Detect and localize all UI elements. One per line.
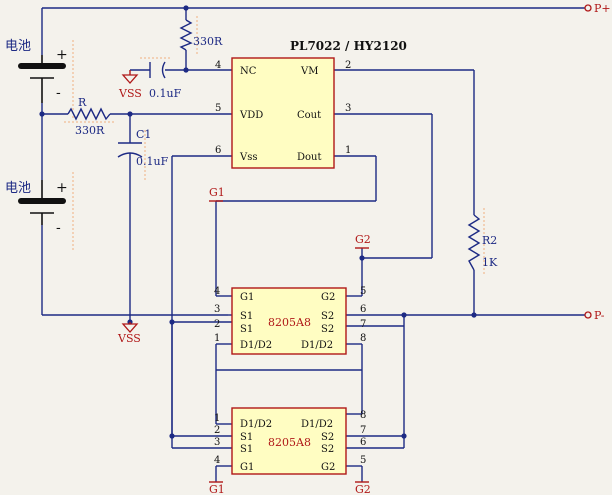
resistor-series-zigzag: [67, 107, 111, 121]
mosfet-top-part: 8205A8: [268, 316, 311, 329]
mosfet-bottom-pin-num: 3: [214, 437, 220, 448]
junction-dot: [471, 312, 477, 318]
resistor-series-name: R: [78, 96, 87, 109]
vss-bottom-label: VSS: [117, 332, 141, 345]
mosfet-top-pin-num: 8: [360, 333, 366, 344]
battery-bottom-minus: -: [56, 220, 61, 236]
vss-symbol-bottom: [121, 322, 139, 333]
mosfet-top-pin-name: S1: [240, 324, 253, 335]
mosfet-bottom-pin-name: S1: [240, 444, 253, 455]
junction-dot: [169, 433, 175, 439]
mosfet-bottom-pin-name: D1/D2: [301, 419, 333, 430]
mosfet-top-pin-num: 6: [360, 304, 366, 315]
ic-pin-name: NC: [240, 66, 257, 77]
battery-bottom-plus: +: [56, 180, 68, 196]
mosfet-top-pin-name: S2: [321, 324, 334, 335]
junction-dot: [127, 111, 133, 117]
battery-top-label: 电池: [5, 39, 31, 54]
ic-pin-num: 6: [215, 145, 221, 156]
mosfet-bottom-pin-name: D1/D2: [240, 419, 272, 430]
capacitor-c1: [117, 130, 146, 180]
resistor-top-zigzag: [179, 19, 193, 51]
capacitor-nc-value: 0.1uF: [149, 87, 182, 100]
mosfet-bottom-pin-name: S1: [240, 432, 253, 443]
mosfet-bottom-part: 8205A8: [268, 436, 311, 449]
junction-dot: [39, 111, 45, 117]
mosfet-top-pin-num: 2: [214, 319, 220, 330]
mosfet-top-pin-name: D1/D2: [240, 340, 272, 351]
gate-label-g1-top: G1: [209, 186, 225, 199]
ic-pin-name: Vss: [239, 152, 258, 163]
junction-dot: [183, 5, 189, 11]
mosfet-top-pin-num: 1: [214, 333, 220, 344]
ic-pin-name: VM: [300, 66, 318, 77]
capacitor-nc: [140, 57, 172, 79]
gate-label-g2-top: G2: [355, 233, 371, 246]
resistor-series-value: 330R: [75, 124, 105, 137]
mosfet-bottom-pin-num: 2: [214, 425, 220, 436]
vss-symbol-top: [121, 70, 139, 84]
mosfet-top: [231, 287, 347, 355]
ic-pin-num: 5: [215, 103, 221, 114]
junction-dot: [359, 255, 365, 261]
battery-bottom-label: 电池: [5, 181, 31, 196]
capacitor-c1-value: 0.1uF: [136, 155, 169, 168]
vss-top-label: VSS: [118, 87, 142, 100]
mosfet-top-pin-name: G1: [240, 292, 254, 303]
mosfet-top-pin-num: 4: [214, 286, 220, 297]
ic-pin-num: 1: [345, 145, 351, 156]
mosfet-bottom-pin-num: 6: [360, 437, 366, 448]
junction-dot: [169, 319, 175, 325]
capacitor-c1-name: C1: [136, 128, 151, 141]
junction-dot: [401, 433, 407, 439]
ic-pin-num: 2: [345, 60, 351, 71]
mosfet-bottom-pin-num: 1: [214, 413, 220, 424]
resistor-r2-value: 1K: [482, 256, 498, 269]
terminal-p-plus-circle: [584, 4, 592, 12]
ic-pin-name: Dout: [297, 152, 322, 163]
resistor-r2-zigzag: [467, 214, 481, 271]
battery-top: [18, 40, 74, 118]
mosfet-bottom-pin-num: 8: [360, 410, 366, 421]
ic-pin-name: Cout: [297, 110, 321, 121]
terminal-p-minus: P-: [594, 309, 605, 322]
mosfet-top-pin-name: D1/D2: [301, 340, 333, 351]
mosfet-bottom-pin-num: 7: [360, 425, 366, 436]
ic-title: PL7022 / HY2120: [290, 39, 407, 53]
battery-bottom: [18, 172, 74, 250]
mosfet-top-pin-name: G2: [321, 292, 335, 303]
mosfet-top-pin-num: 7: [360, 319, 366, 330]
mosfet-bottom-pin-num: 5: [360, 455, 366, 466]
ic-pl7022: [231, 57, 335, 169]
mosfet-bottom-pin-name: G1: [240, 462, 254, 473]
resistor-r2-name: R2: [482, 234, 497, 247]
terminal-p-plus: P+: [594, 2, 611, 15]
gate-label-g1-bottom: G1: [209, 483, 225, 495]
mosfet-bottom-pin-name: G2: [321, 462, 335, 473]
ic-pin-num: 4: [215, 60, 221, 71]
resistor-top-value: 330R: [193, 35, 223, 48]
gate-label-g2-bottom: G2: [355, 483, 371, 495]
mosfet-bottom-pin-name: S2: [321, 432, 334, 443]
ic-pin-name: VDD: [239, 110, 263, 121]
mosfet-top-pin-num: 3: [214, 304, 220, 315]
mosfet-bottom: [231, 407, 347, 475]
mosfet-top-pin-name: S1: [240, 311, 253, 322]
mosfet-top-pin-num: 5: [360, 286, 366, 297]
ic-pin-num: 3: [345, 103, 351, 114]
battery-top-minus: -: [56, 85, 61, 101]
terminal-p-minus-circle: [584, 311, 592, 319]
mosfet-bottom-pin-name: S2: [321, 444, 334, 455]
mosfet-top-pin-name: S2: [321, 311, 334, 322]
mosfet-bottom-pin-num: 4: [214, 455, 220, 466]
junction-dot: [183, 67, 189, 73]
battery-top-plus: +: [56, 47, 68, 63]
junction-dot: [401, 312, 407, 318]
